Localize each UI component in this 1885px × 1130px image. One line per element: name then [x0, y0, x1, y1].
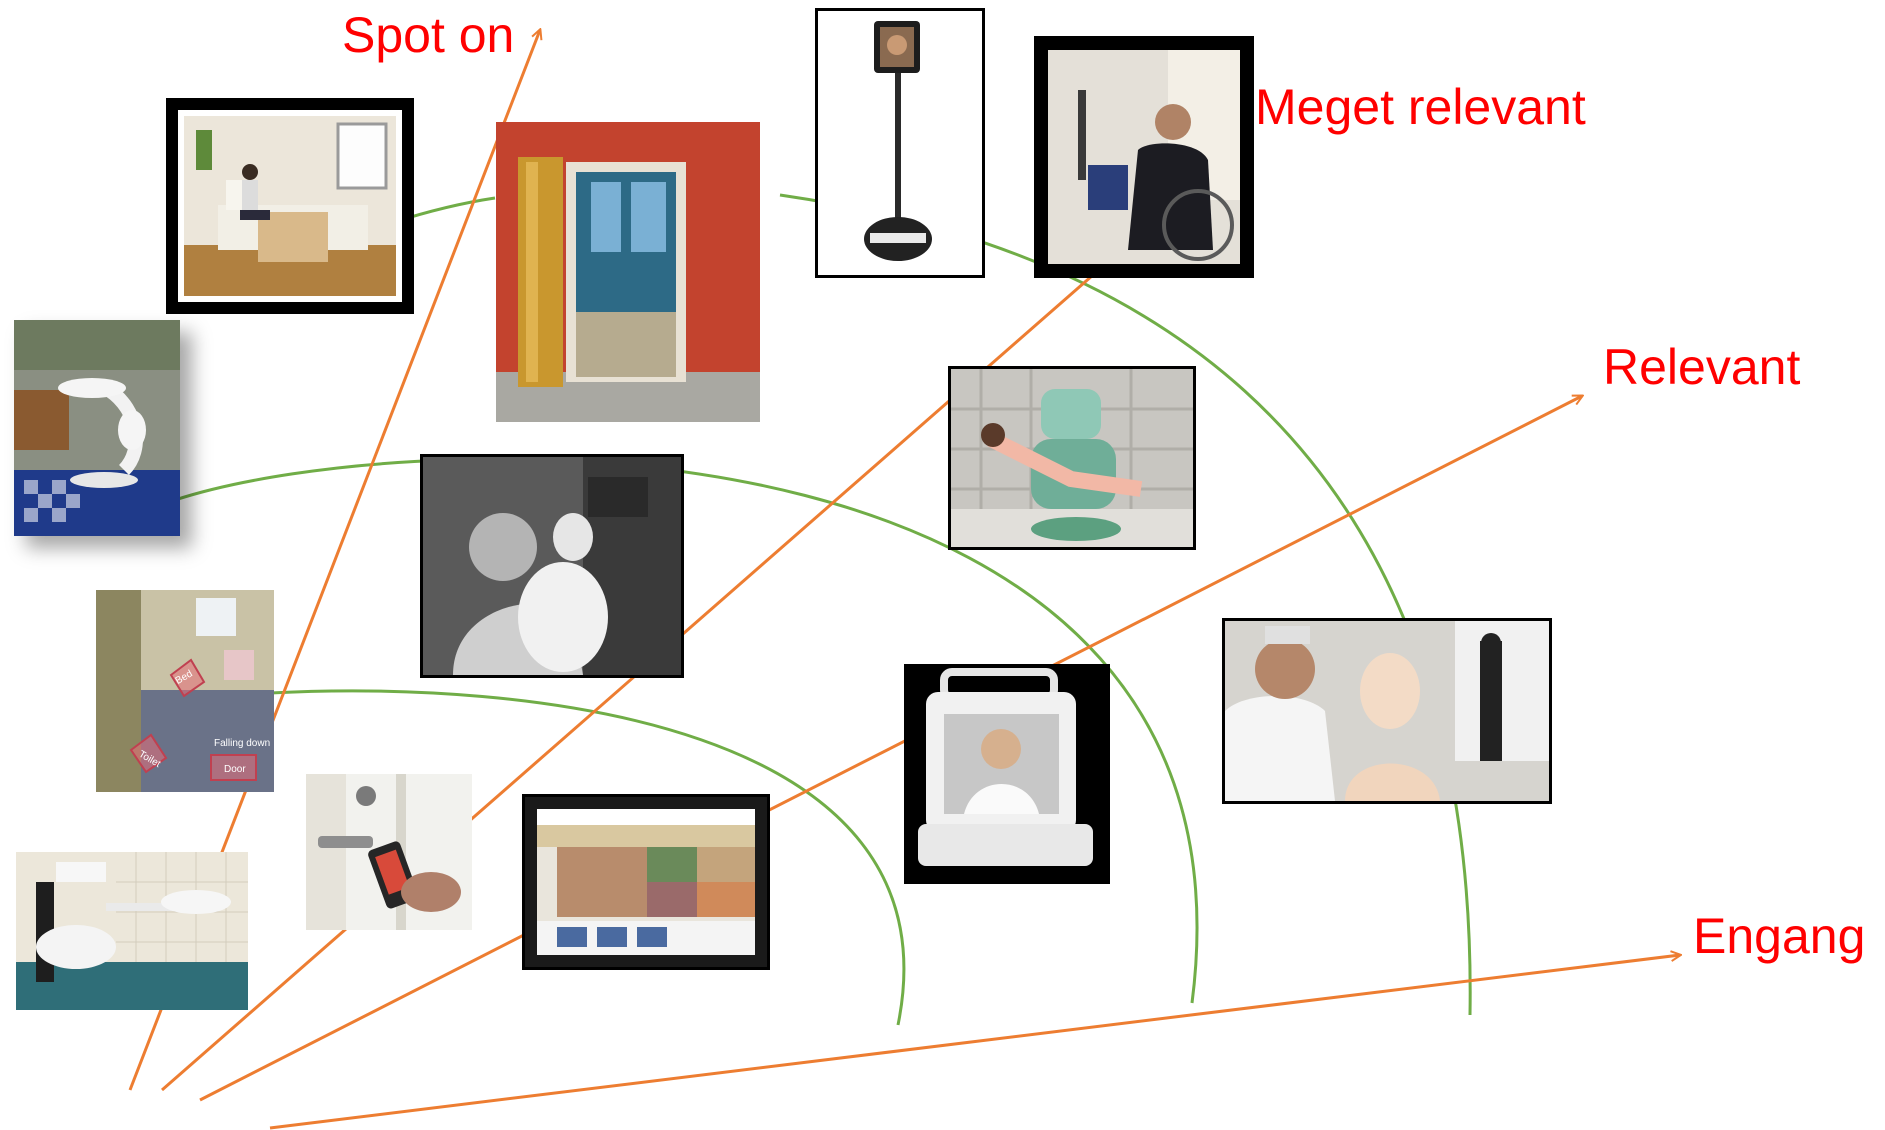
arrow-meget-relevant [161, 273, 1094, 1092]
label-engang: Engang [1693, 908, 1866, 964]
photo-feeding-robot [14, 320, 180, 536]
photo-humanoid-robot [1222, 618, 1552, 804]
photo-sliding-door [496, 122, 760, 422]
photo-smartphone-lock [306, 774, 472, 930]
arc-outer [779, 193, 1472, 1016]
label-meget-relevant: Meget relevant [1255, 79, 1586, 135]
arrow-relevant [199, 396, 1582, 1102]
label-spot-on: Spot on [342, 7, 515, 63]
photo-wheelchair-man [1034, 36, 1254, 278]
photo-fall-detection: Bed Falling down Toilet Door [96, 590, 274, 792]
photo-lifting-robot [948, 366, 1196, 550]
photo-toilet [16, 852, 248, 1010]
photo-telepresence-robot [815, 8, 985, 278]
tag-door: Door [224, 764, 246, 775]
photo-bed-lift [166, 98, 414, 314]
tag-falling-down: Falling down [214, 738, 270, 749]
arc-second [174, 457, 1199, 1004]
photo-seal-robot [420, 454, 684, 678]
photo-video-tablet [522, 794, 770, 970]
label-relevant: Relevant [1603, 339, 1801, 395]
arrow-engang [269, 955, 1680, 1130]
arc-third [269, 689, 906, 1026]
photo-video-call-device [904, 664, 1110, 884]
